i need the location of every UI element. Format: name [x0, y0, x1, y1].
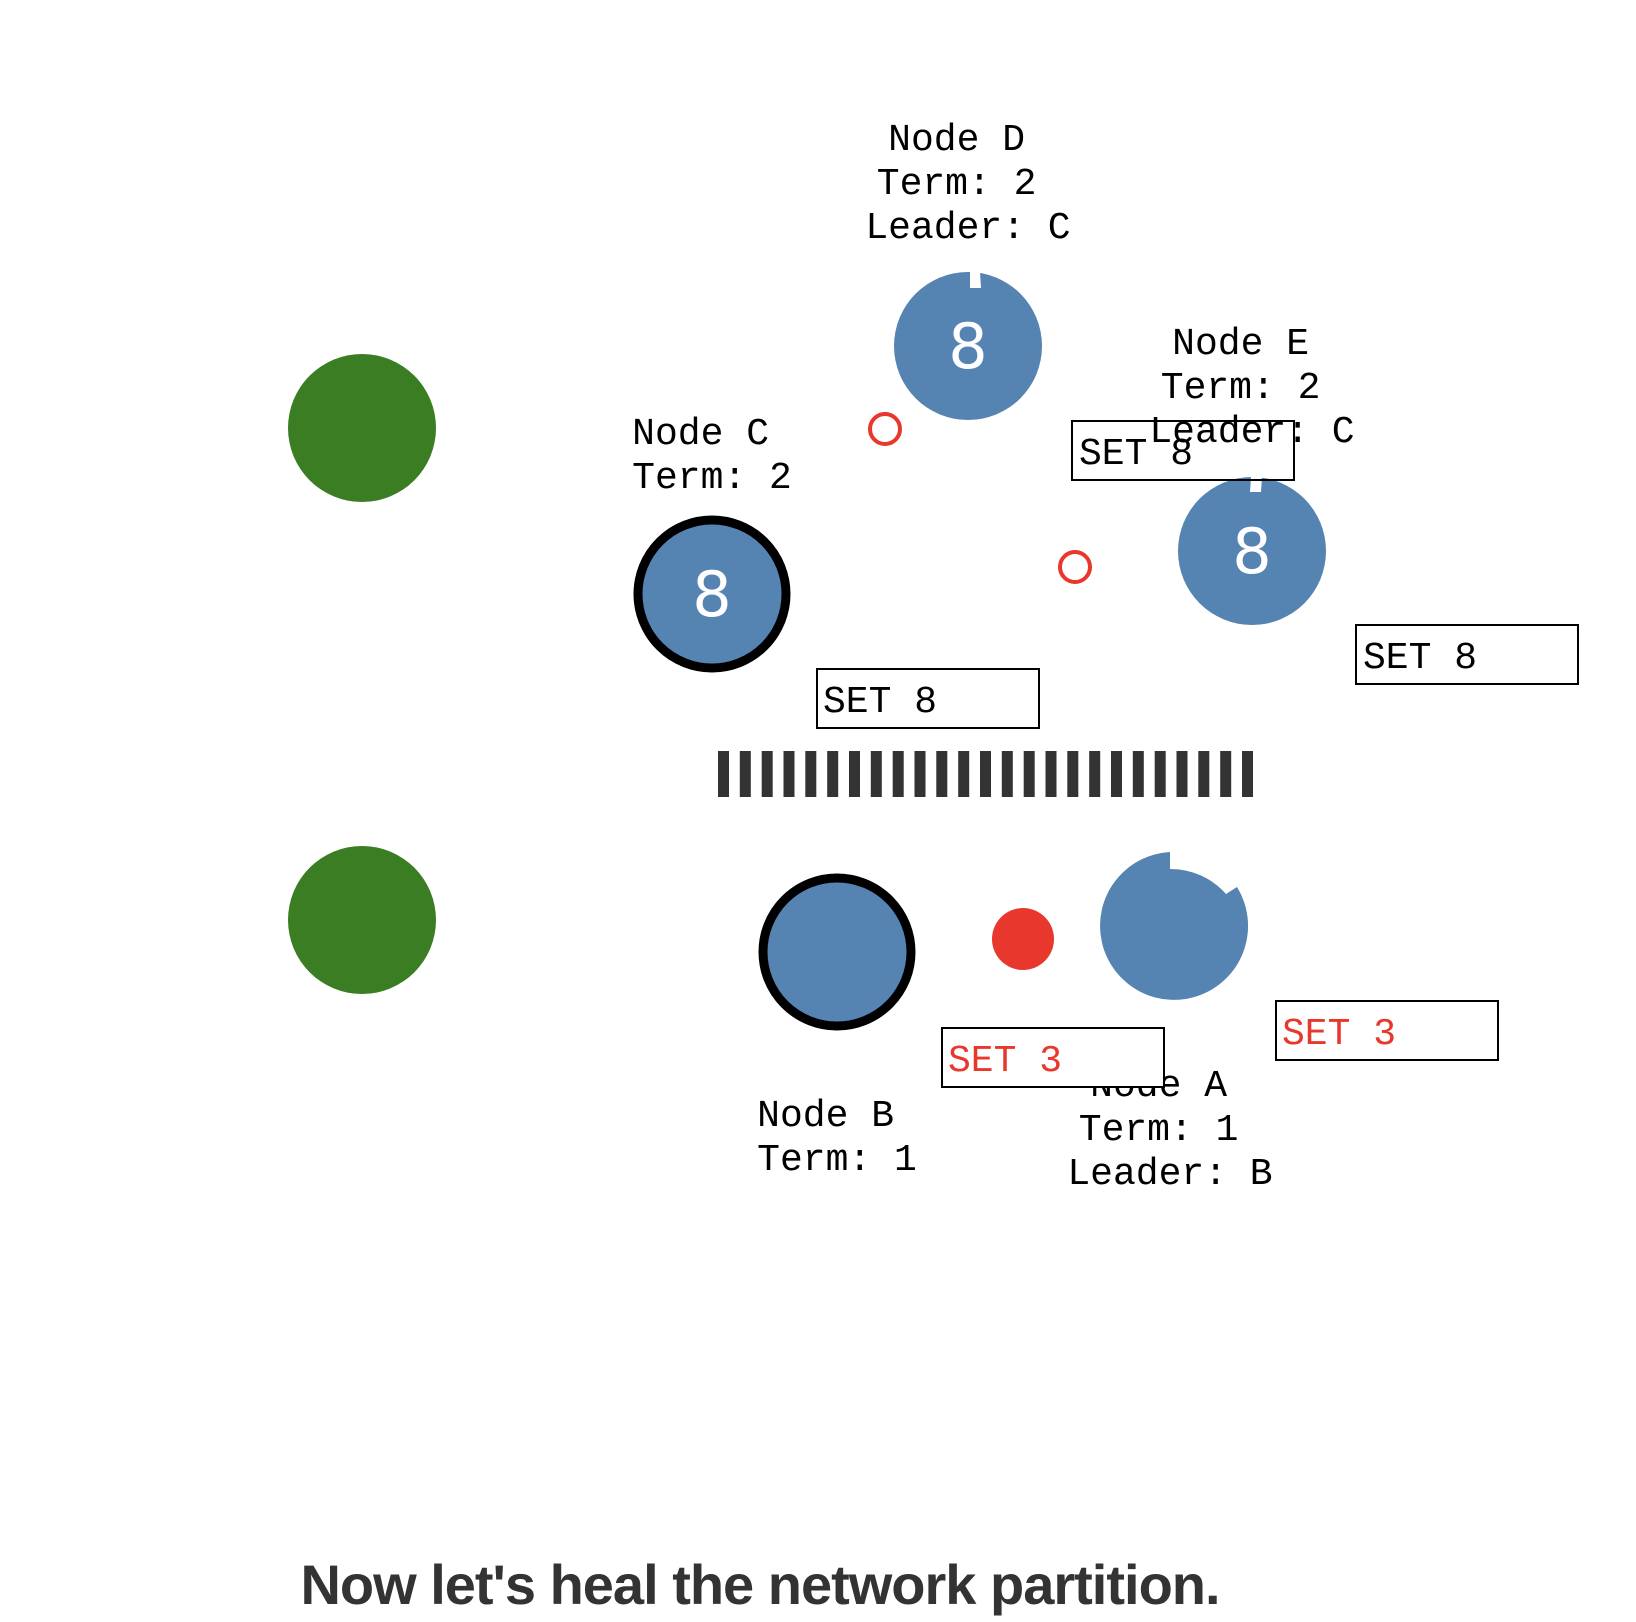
partition-segment: [761, 751, 773, 797]
node-c: Node C Term: 2 8: [632, 413, 792, 673]
caption: Now let's heal the network partition.: [300, 1553, 1220, 1616]
node-d-label-line: Leader: C: [865, 207, 1070, 250]
partition-segment: [805, 751, 817, 797]
log-c-text: SET 8: [823, 681, 937, 724]
partition-segment: [1023, 751, 1035, 797]
partition-segment: [914, 751, 926, 797]
node-c-value: 8: [692, 558, 731, 631]
node-e-label-line: Node E: [1172, 323, 1309, 366]
log-e-box: [1355, 624, 1579, 685]
partition-segment: [958, 751, 970, 797]
node-c-label-line: Term: 2: [632, 457, 792, 500]
log-d-box: [1071, 420, 1295, 481]
partition-segment: [1198, 751, 1210, 797]
partition-segment: [718, 751, 729, 797]
node-d-value: 8: [948, 310, 987, 383]
node-a-circle: [1100, 852, 1249, 1000]
node-b-label-line: Node B: [757, 1095, 894, 1138]
partition-segment: [1045, 751, 1057, 797]
partition-segment: [827, 751, 839, 797]
log-b-text: SET 3: [948, 1040, 1062, 1083]
partition-segment: [739, 751, 751, 797]
partition-segment: [1111, 751, 1122, 797]
partition-segment: [1089, 751, 1101, 797]
node-c-circle: [633, 515, 791, 673]
log-d-text: SET 8: [1079, 433, 1193, 476]
partition-segment: [892, 751, 904, 797]
node-e-label: Node E Term: 2 Leader: C: [1149, 323, 1354, 454]
node-d-circle: [894, 272, 1042, 420]
client-top: [288, 354, 436, 502]
partition-segment: [980, 751, 991, 797]
node-d-timer-gap: [970, 272, 981, 288]
partition-segment: [1067, 751, 1079, 797]
log-a: SET 3: [1275, 1000, 1499, 1061]
log-a-text: SET 3: [1282, 1013, 1396, 1056]
log-b-box: [941, 1027, 1165, 1088]
partition-segment: [870, 751, 882, 797]
node-d-label-line: Term: 2: [877, 163, 1037, 206]
partition-segment: [1132, 751, 1144, 797]
node-b-label-line: Term: 1: [757, 1139, 917, 1182]
message-c-to-d: [868, 412, 902, 446]
node-b: Node B Term: 1: [757, 873, 917, 1182]
partition-segment: [1154, 751, 1166, 797]
partition-segment: [1242, 751, 1253, 797]
log-a-box: [1275, 1000, 1499, 1061]
node-d-label-line: Node D: [888, 119, 1025, 162]
node-d-label: Node D Term: 2 Leader: C: [865, 119, 1070, 250]
node-c-label: Node C Term: 2: [632, 413, 792, 500]
log-d: SET 8: [1071, 420, 1295, 481]
node-b-label: Node B Term: 1: [757, 1095, 917, 1182]
node-e-label-line: Term: 2: [1161, 367, 1321, 410]
log-c: SET 8: [816, 668, 1040, 729]
node-e-label-line: Leader: C: [1149, 411, 1354, 454]
node-d: Node D Term: 2 Leader: C 8: [865, 119, 1071, 420]
node-a: Node A Term: 1 Leader: B: [1067, 852, 1273, 1196]
node-e: Node E Term: 2 Leader: C 8: [1149, 323, 1355, 625]
node-e-circle: [1178, 477, 1326, 625]
partition-segment: [936, 751, 948, 797]
partition-segment: [849, 751, 860, 797]
node-b-circle: [758, 873, 916, 1031]
log-c-box: [816, 668, 1040, 729]
partition-segment: [783, 751, 795, 797]
node-a-label-line: Leader: B: [1067, 1153, 1272, 1196]
node-c-label-line: Node C: [632, 413, 769, 456]
log-e: SET 8: [1355, 624, 1579, 685]
partition-segment: [1001, 751, 1013, 797]
message-b-to-a: [992, 908, 1054, 970]
log-b: SET 3: [941, 1027, 1165, 1088]
log-e-text: SET 8: [1363, 637, 1477, 680]
partition-segment: [1220, 751, 1232, 797]
node-a-label-line: Term: 1: [1079, 1109, 1239, 1152]
network-partition: [718, 751, 1253, 797]
message-c-to-e: [1058, 550, 1092, 584]
node-e-value: 8: [1232, 515, 1271, 588]
partition-segment: [1176, 751, 1188, 797]
client-bottom: [288, 846, 436, 994]
